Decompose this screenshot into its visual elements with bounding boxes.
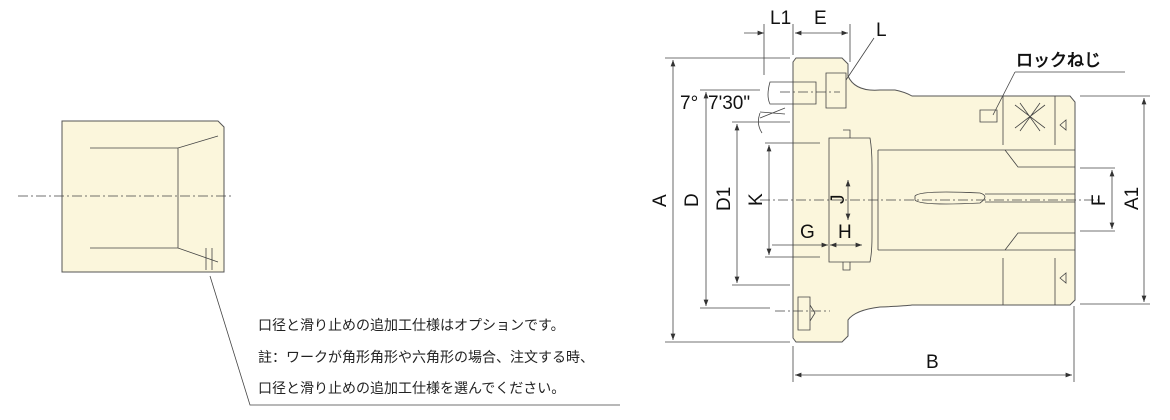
dim-label-g: G — [800, 222, 815, 243]
dim-label-b: B — [926, 352, 939, 373]
dim-label-j: J — [828, 195, 849, 205]
angle-label-7deg: 7° — [680, 93, 698, 114]
dim-label-l: L — [876, 20, 887, 41]
dim-label-a: A — [650, 194, 671, 207]
dim-label-f: F — [1089, 194, 1110, 206]
dim-label-k: K — [746, 193, 767, 206]
leader-line — [209, 275, 620, 406]
note-line-3: 口径と滑り止めの追加工仕様を選んでください。 — [258, 381, 566, 397]
dim-label-e: E — [814, 8, 827, 29]
dimension-lines — [665, 24, 1150, 382]
collet-chuck-section — [760, 57, 1100, 343]
lock-screw-label: ロックねじ — [1016, 51, 1101, 70]
dim-label-l1: L1 — [770, 8, 791, 29]
angle-label-7-30: 7'30" — [708, 93, 750, 114]
note-line-2: 註：ワークが角形角形や六角形の場合、注文する時、 — [258, 350, 594, 366]
dim-label-a1: A1 — [1122, 187, 1143, 210]
detail-view-bore — [18, 120, 620, 406]
note-line-1: 口径と滑り止めの追加工仕様はオプションです。 — [258, 318, 565, 334]
dim-label-h: H — [838, 222, 852, 243]
dim-label-d1: D1 — [714, 187, 735, 211]
dim-label-d: D — [682, 193, 703, 207]
